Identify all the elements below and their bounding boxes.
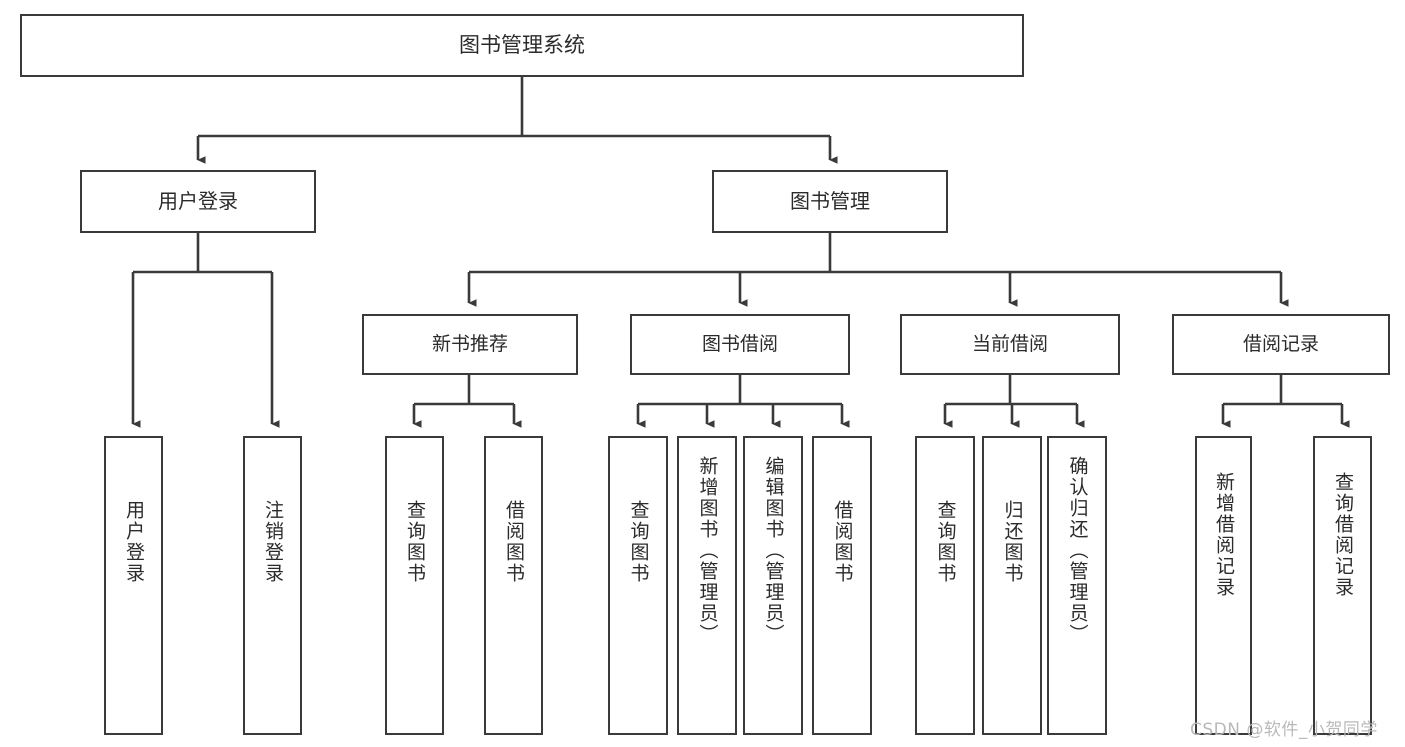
node-book-borrow-label: 图书借阅 — [701, 333, 778, 356]
node-leaf-user-login-label: 用户登录 — [123, 500, 145, 584]
node-leaf-confirm-return-label: 确认归还（管理员） — [1066, 456, 1089, 645]
node-leaf-query-book-borrow[interactable]: 查询图书 — [608, 436, 668, 735]
node-leaf-add-borrow-record-label: 新增借阅记录 — [1213, 472, 1235, 598]
node-leaf-add-book-label: 新增图书（管理员） — [696, 456, 719, 645]
node-leaf-user-login[interactable]: 用户登录 — [104, 436, 163, 735]
node-leaf-return-book-label: 归还图书 — [1001, 500, 1024, 584]
node-book-management[interactable]: 图书管理 — [712, 170, 948, 233]
node-root-system-label: 图书管理系统 — [459, 33, 585, 58]
node-leaf-return-book[interactable]: 归还图书 — [982, 436, 1042, 735]
node-borrow-record[interactable]: 借阅记录 — [1172, 314, 1390, 375]
node-leaf-query-borrow-record-label: 查询借阅记录 — [1332, 472, 1354, 598]
node-leaf-query-book-recommend[interactable]: 查询图书 — [385, 436, 444, 735]
node-leaf-query-book-current-label: 查询图书 — [934, 500, 957, 584]
node-leaf-query-book-recommend-label: 查询图书 — [404, 500, 426, 584]
node-leaf-edit-book[interactable]: 编辑图书（管理员） — [743, 436, 803, 735]
node-root-system[interactable]: 图书管理系统 — [20, 14, 1024, 77]
csdn-watermark: CSDN @软件_小贺同学 — [1190, 720, 1378, 740]
node-leaf-borrow-book-recommend-label: 借阅图书 — [503, 500, 525, 584]
node-leaf-logout-login-label: 注销登录 — [262, 500, 284, 584]
node-leaf-add-book[interactable]: 新增图书（管理员） — [677, 436, 737, 735]
node-leaf-query-borrow-record[interactable]: 查询借阅记录 — [1313, 436, 1372, 735]
node-user-login[interactable]: 用户登录 — [80, 170, 316, 233]
node-book-borrow[interactable]: 图书借阅 — [630, 314, 850, 375]
node-current-borrow-label: 当前借阅 — [971, 333, 1048, 356]
node-new-book-recommend[interactable]: 新书推荐 — [362, 314, 578, 375]
node-leaf-edit-book-label: 编辑图书（管理员） — [762, 456, 785, 645]
node-leaf-query-book-borrow-label: 查询图书 — [627, 500, 650, 584]
node-leaf-add-borrow-record[interactable]: 新增借阅记录 — [1195, 436, 1252, 735]
node-new-book-recommend-label: 新书推荐 — [431, 333, 508, 356]
node-current-borrow[interactable]: 当前借阅 — [900, 314, 1120, 375]
node-leaf-borrow-book-recommend[interactable]: 借阅图书 — [484, 436, 543, 735]
node-leaf-borrow-book-label: 借阅图书 — [831, 500, 854, 584]
node-leaf-confirm-return[interactable]: 确认归还（管理员） — [1047, 436, 1107, 735]
node-borrow-record-label: 借阅记录 — [1242, 333, 1319, 356]
node-user-login-label: 用户登录 — [158, 188, 238, 213]
node-leaf-logout-login[interactable]: 注销登录 — [243, 436, 302, 735]
node-leaf-borrow-book[interactable]: 借阅图书 — [812, 436, 872, 735]
node-leaf-query-book-current[interactable]: 查询图书 — [915, 436, 975, 735]
node-book-management-label: 图书管理 — [790, 188, 870, 213]
